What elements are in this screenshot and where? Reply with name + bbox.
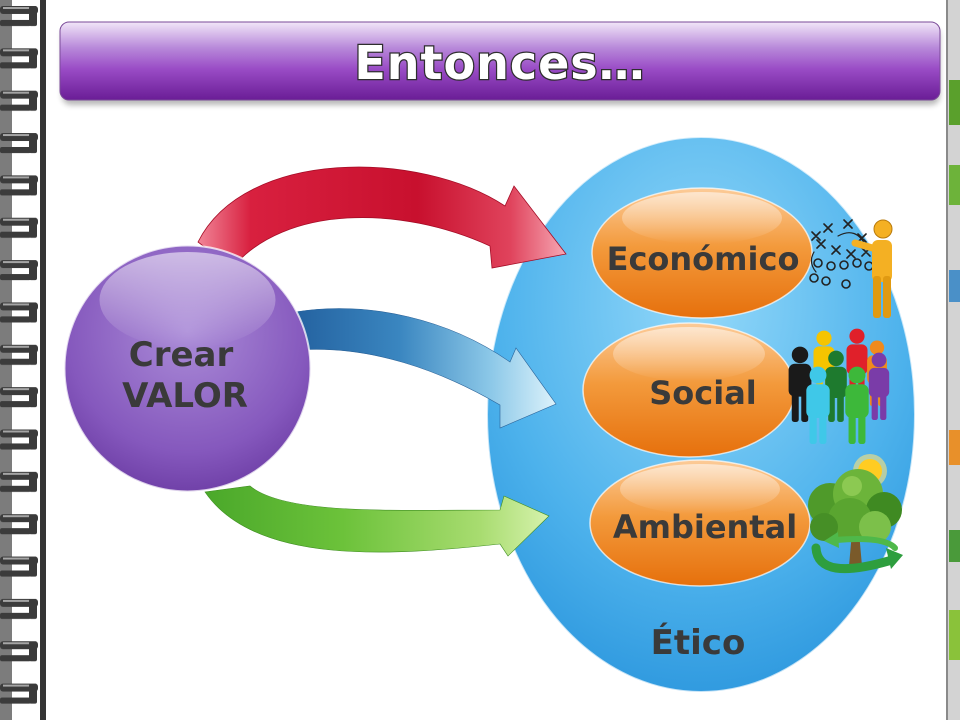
- etico-label: Ético: [651, 622, 746, 663]
- title-bar-fill: [59, 21, 941, 101]
- strategy-play-icon: [809, 219, 893, 318]
- tab-lime: [949, 610, 960, 660]
- play-o-mark: [826, 261, 836, 271]
- coach-leg: [883, 276, 891, 318]
- crear-valor-line2: VALOR: [122, 376, 248, 416]
- node-economico: Económico: [591, 187, 813, 319]
- crear-valor-line1: Crear: [129, 335, 234, 375]
- node-ambiental-label: Ambiental: [613, 508, 797, 546]
- arrow-economico: [197, 166, 567, 269]
- tabs-edge: [946, 0, 948, 720]
- play-o-mark: [821, 276, 831, 286]
- recycle-arrowhead: [824, 532, 839, 548]
- play-o-mark: [852, 258, 862, 268]
- recycle-arrow: [833, 536, 898, 551]
- page-title: Entonces…: [354, 36, 645, 90]
- node-economico-gloss: [622, 192, 782, 244]
- play-route-line: [810, 251, 817, 273]
- coach-body: [872, 240, 892, 282]
- binding-rings: [0, 0, 46, 720]
- tab-orange: [949, 430, 960, 465]
- play-o-mark: [809, 273, 819, 283]
- tab-green: [949, 80, 960, 125]
- play-o-mark: [841, 279, 851, 289]
- tab-green: [949, 165, 960, 205]
- tree-canopy: [859, 511, 891, 543]
- crear-valor-node: Crear VALOR: [63, 244, 312, 493]
- play-o-mark: [813, 258, 823, 268]
- tree-canopy-highlight: [842, 476, 862, 496]
- spiral-binding: [0, 0, 46, 720]
- coach-head: [873, 219, 893, 239]
- play-x-marks: [811, 219, 871, 259]
- tab-green: [949, 530, 960, 562]
- coach-figure: [851, 219, 893, 318]
- arrow-ambiental: [204, 485, 550, 557]
- node-social-label: Social: [649, 374, 757, 412]
- node-social: Social: [582, 322, 796, 458]
- value-arrows: [197, 166, 567, 557]
- recycle-arrowhead: [886, 548, 903, 569]
- node-social-gloss: [613, 327, 765, 381]
- node-ambiental: Ambiental: [589, 459, 811, 587]
- notebook-tabs: [946, 0, 960, 720]
- tab-blue: [949, 270, 960, 302]
- crear-valor-gloss: [99, 252, 276, 348]
- recycle-arrow: [811, 543, 897, 574]
- node-economico-label: Económico: [607, 240, 800, 278]
- tree-recycle-icon: [808, 454, 903, 574]
- play-o-mark: [839, 260, 849, 270]
- binding-edge: [40, 0, 46, 720]
- tree-canopy: [810, 513, 838, 541]
- node-ambiental-gloss: [620, 464, 780, 514]
- arrow-social: [294, 308, 557, 429]
- title-bar: Entonces…: [59, 21, 941, 105]
- coach-leg: [873, 276, 881, 318]
